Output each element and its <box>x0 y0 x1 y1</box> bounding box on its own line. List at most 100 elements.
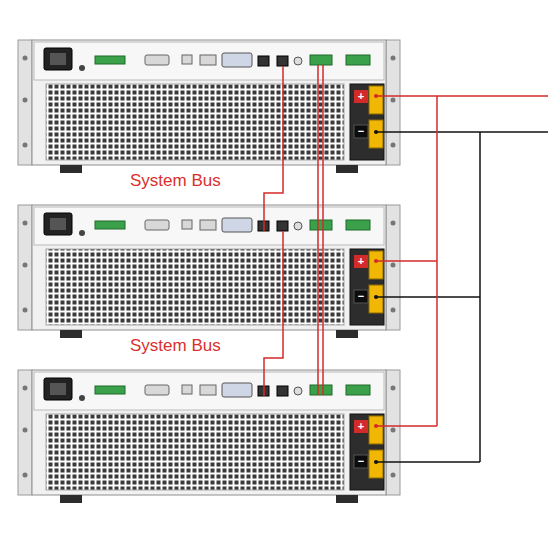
rack-ear <box>386 370 400 495</box>
output-terminal <box>369 120 383 148</box>
green-terminal <box>95 56 125 64</box>
usb-port <box>182 55 192 64</box>
vent-grille <box>46 84 344 160</box>
ear-hole <box>391 428 396 433</box>
foot <box>60 330 82 338</box>
ear-hole <box>23 473 28 478</box>
foot <box>336 495 358 503</box>
terminal-dot <box>374 460 378 464</box>
terminal-dot <box>374 295 378 299</box>
rack-ear <box>386 205 400 330</box>
analog-connector <box>310 385 332 395</box>
sense-connector <box>346 55 370 65</box>
sense-connector <box>346 220 370 230</box>
ground-screw <box>79 230 85 236</box>
ear-hole <box>391 263 396 268</box>
ear-hole <box>391 143 396 148</box>
system-bus-jack <box>277 56 288 66</box>
ear-hole <box>23 386 28 391</box>
terminal-dot <box>374 259 378 263</box>
connector-panel <box>34 372 384 410</box>
connector-panel <box>34 207 384 245</box>
rack-ear <box>18 205 32 330</box>
output-terminal <box>369 86 383 114</box>
positive-bus-wire <box>436 96 438 426</box>
ear-hole <box>391 308 396 313</box>
polarity-mark: + <box>358 256 364 267</box>
system-bus-cable <box>264 231 283 396</box>
system-bus-jack <box>277 221 288 231</box>
lan-port <box>200 385 216 395</box>
sense-connector <box>346 385 370 395</box>
ac-inlet <box>44 48 72 70</box>
power-supply-unit <box>18 205 400 338</box>
ear-hole <box>23 428 28 433</box>
chassis <box>32 205 386 330</box>
positive-wire <box>376 260 437 262</box>
terminal-dot <box>374 130 378 134</box>
foot <box>60 495 82 503</box>
ear-hole <box>23 56 28 61</box>
power-supply-unit <box>18 40 400 173</box>
foot <box>336 330 358 338</box>
output-terminal <box>369 251 383 279</box>
ac-inlet <box>44 213 72 235</box>
bnc <box>294 57 302 65</box>
ear-hole <box>23 221 28 226</box>
ear-hole <box>23 308 28 313</box>
negative-bus-wire <box>479 132 481 462</box>
green-terminal <box>95 221 125 229</box>
gpib-port <box>222 53 252 67</box>
positive-wire <box>376 425 437 427</box>
minus-marker <box>354 455 368 468</box>
analog-share-cable <box>317 65 319 395</box>
usb-port <box>182 220 192 229</box>
analog-connector <box>310 220 332 230</box>
minus-marker <box>354 125 368 138</box>
system-bus-jack <box>277 386 288 396</box>
system-bus-cable <box>264 66 283 231</box>
output-terminal <box>369 450 383 478</box>
power-supply-unit <box>18 370 400 503</box>
minus-marker <box>354 290 368 303</box>
polarity-mark: − <box>358 291 364 302</box>
rack-ear <box>386 40 400 165</box>
green-terminal <box>95 386 125 394</box>
polarity-mark: − <box>358 126 364 137</box>
ear-hole <box>391 56 396 61</box>
ear-hole <box>391 473 396 478</box>
ear-hole <box>23 98 28 103</box>
foot <box>336 165 358 173</box>
ac-inlet-socket <box>50 218 66 230</box>
bnc <box>294 222 302 230</box>
vent-grille <box>46 249 344 325</box>
chassis <box>32 40 386 165</box>
plus-marker <box>354 255 368 268</box>
ear-hole <box>391 221 396 226</box>
bus-label: System Bus <box>130 172 221 189</box>
ground-screw <box>79 395 85 401</box>
bnc <box>294 387 302 395</box>
terminal-dot <box>374 424 378 428</box>
lan-port <box>200 220 216 230</box>
usb-port <box>182 385 192 394</box>
db9-port <box>145 55 169 65</box>
ac-inlet <box>44 378 72 400</box>
vent-grille <box>46 414 344 490</box>
chassis <box>32 370 386 495</box>
gpib-port <box>222 218 252 232</box>
bus-label: System Bus <box>130 337 221 354</box>
polarity-mark: − <box>358 456 364 467</box>
gpib-port <box>222 383 252 397</box>
rack-ear <box>18 40 32 165</box>
polarity-mark: + <box>358 421 364 432</box>
db9-port <box>145 220 169 230</box>
output-terminal <box>369 416 383 444</box>
polarity-mark: + <box>358 91 364 102</box>
positive-wire <box>376 95 548 97</box>
ground-screw <box>79 65 85 71</box>
analog-connector <box>310 55 332 65</box>
